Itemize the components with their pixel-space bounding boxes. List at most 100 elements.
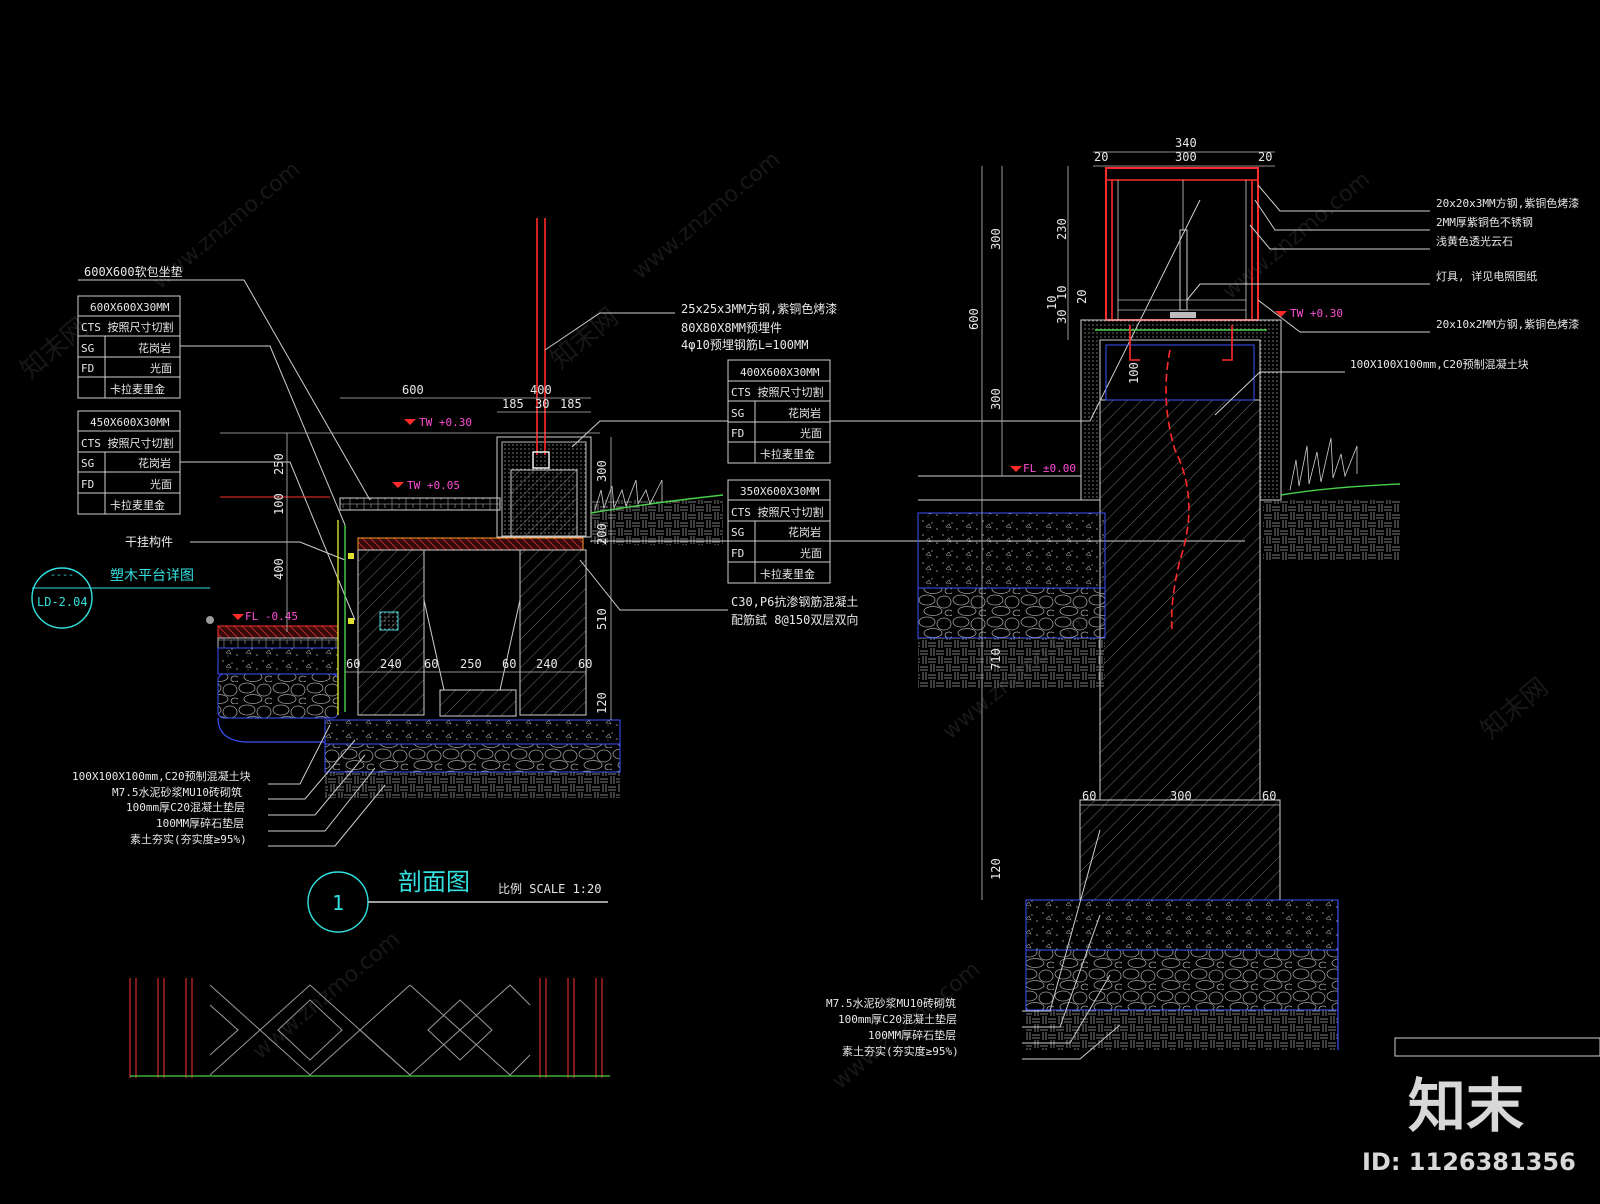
note-stainless: 2MM厚紫铜色不锈钢 xyxy=(1436,215,1533,229)
note-tube-leader xyxy=(544,312,675,351)
dim-250: 250 xyxy=(272,453,286,475)
table3-material: 花岗岩 xyxy=(788,406,821,420)
dim-185: 185 xyxy=(560,397,582,411)
dim-250: 250 xyxy=(460,657,482,671)
dim-100: 100 xyxy=(272,493,286,515)
table4-finish: 光面 xyxy=(800,546,822,560)
dim-300: 300 xyxy=(1170,789,1192,803)
dim-100: 100 xyxy=(1127,362,1141,384)
left-bottom-notes: 100X100X100mm,C20预制混凝土块 M7.5水泥砂浆MU10砖砌筑 … xyxy=(72,724,386,847)
table3-size: 400X600X30MM xyxy=(740,366,820,379)
left-bottom-dims: 60 240 60 250 60 240 60 xyxy=(345,657,592,673)
note-gravel-right: 100MM厚碎石垫层 xyxy=(868,1028,956,1042)
bench-section xyxy=(324,218,724,798)
watermark-brand: 知末网 xyxy=(1475,672,1554,745)
dim-400: 400 xyxy=(530,383,552,397)
table1-fd: FD xyxy=(81,362,94,375)
table3-fd: FD xyxy=(731,427,744,440)
elev-tw-030: TW +0.30 xyxy=(419,416,472,429)
elev-fl-045: FL -0.45 xyxy=(245,610,298,623)
elev-tw-005: TW +0.05 xyxy=(407,479,460,492)
dim-10: 10 xyxy=(1055,286,1069,300)
section-title: 1 剖面图 比例 SCALE 1:20 xyxy=(307,868,608,933)
table2-size: 450X600X30MM xyxy=(90,416,170,429)
note-precast-block: 100X100X100mm,C20预制混凝土块 xyxy=(1350,357,1529,371)
note-embed: 80X80X8MM预埋件 xyxy=(681,321,782,335)
table3-finish: 光面 xyxy=(800,426,822,440)
table1-leader xyxy=(180,345,346,526)
dim-710: 710 xyxy=(989,648,1003,670)
right-top-dims: 340 20 300 20 xyxy=(1093,136,1275,167)
dim-240: 240 xyxy=(536,657,558,671)
watermark-logo: 知末 ID: 1126381356 xyxy=(1362,1037,1600,1176)
table3-leader xyxy=(830,199,1201,422)
dim-600: 600 xyxy=(967,308,981,330)
right-bottom-dims: 60 300 60 xyxy=(1080,789,1280,806)
dim-300: 300 xyxy=(989,228,1003,250)
right-notes: 20x20x3MM方钢,紫铜色烤漆 2MM厚紫铜色不锈钢 浅黄色透光云石 灯具,… xyxy=(1186,184,1579,416)
table4-size: 350X600X30MM xyxy=(740,485,820,498)
hanger-leader xyxy=(190,541,346,561)
note-lamp: 灯具, 详见电照图纸 xyxy=(1436,269,1537,283)
table2-finish: 光面 xyxy=(150,477,172,491)
logo-text: 知末 xyxy=(1408,1072,1524,1140)
dim-230: 230 xyxy=(1055,218,1069,240)
left-vertical-dims: 250 100 400 xyxy=(272,433,288,632)
left-top-dims: 600 400 185 30 185 xyxy=(340,383,591,413)
table2-stone: 卡拉麦里金 xyxy=(110,498,165,512)
table2-sg: SG xyxy=(81,457,94,470)
dim-300: 300 xyxy=(1175,150,1197,164)
dim-30: 30 xyxy=(535,397,549,411)
dim-300: 300 xyxy=(595,460,609,482)
left-section: 600X600软包坐垫 600X600X30MM CTS 按照尺寸切割 SG 花… xyxy=(31,199,1245,1078)
dim-600: 600 xyxy=(402,383,424,397)
note-soil: 素土夯实(夯实度≥95%) xyxy=(130,832,247,846)
dim-120: 120 xyxy=(989,858,1003,880)
table2-leader xyxy=(180,461,356,621)
spec-table-1: 600X600X30MM CTS 按照尺寸切割 SG 花岗岩 FD 光面 卡拉麦… xyxy=(77,295,181,399)
detail-ref-label: 塑木平台详图 xyxy=(110,568,194,584)
table2-cut: CTS 按照尺寸切割 xyxy=(81,436,174,450)
note-soil-right: 素土夯实(夯实度≥95%) xyxy=(842,1044,959,1058)
note-mortar: M7.5水泥砂浆MU10砖砌筑 xyxy=(112,785,242,799)
table2-fd: FD xyxy=(81,478,94,491)
table4-material: 花岗岩 xyxy=(788,525,821,539)
dim-240: 240 xyxy=(380,657,402,671)
dim-400: 400 xyxy=(272,558,286,580)
table1-material: 花岗岩 xyxy=(138,341,171,355)
spec-table-4: 350X600X30MM CTS 按照尺寸切割 SG 花岗岩 FD 光面 卡拉麦… xyxy=(727,479,831,584)
note-square-tube: 20x20x3MM方钢,紫铜色烤漆 xyxy=(1436,196,1579,210)
table4-cut: CTS 按照尺寸切割 xyxy=(731,505,824,519)
table3-leader-left xyxy=(571,420,728,448)
note-concrete-bed-right: 100mm厚C20混凝土垫层 xyxy=(838,1012,957,1026)
watermark-site: www.znzmo.com xyxy=(628,147,785,285)
note-onyx: 浅黄色透光云石 xyxy=(1436,234,1513,248)
table3-stone: 卡拉麦里金 xyxy=(760,447,815,461)
dim-60: 60 xyxy=(424,657,438,671)
note-flat-tube: 20x10x2MM方钢,紫铜色烤漆 xyxy=(1436,317,1579,331)
bottom-plan-pattern xyxy=(129,978,610,1078)
note-tube: 25x25x3MM方钢,紫铜色烤漆 xyxy=(681,301,837,316)
dim-300: 300 xyxy=(989,388,1003,410)
right-bottom-notes: M7.5水泥砂浆MU10砖砌筑 100mm厚C20混凝土垫层 100MM厚碎石垫… xyxy=(826,829,1121,1060)
dim-510: 510 xyxy=(595,608,609,630)
dim-10: 10 xyxy=(1045,296,1059,310)
detail-reference-bubble: ---- LD-2.04 塑木平台详图 xyxy=(31,567,214,629)
table1-cut: CTS 按照尺寸切割 xyxy=(81,320,174,334)
table2-material: 花岗岩 xyxy=(138,456,171,470)
section-number: 1 xyxy=(332,891,344,915)
table4-sg: SG xyxy=(731,526,744,539)
scale-text: 比例 SCALE 1:20 xyxy=(498,882,601,896)
note-mortar-right: M7.5水泥砂浆MU10砖砌筑 xyxy=(826,996,956,1010)
table3-sg: SG xyxy=(731,407,744,420)
note-gravel: 100MM厚碎石垫层 xyxy=(156,816,244,830)
dim-20: 20 xyxy=(1094,150,1108,164)
wood-deck xyxy=(217,625,339,743)
dim-20: 20 xyxy=(1075,290,1089,304)
right-vertical-dims: 300 200 510 120 xyxy=(595,437,612,720)
ground-left xyxy=(917,437,1401,688)
elev-tw-030-right: TW +0.30 xyxy=(1290,307,1343,320)
table1-size: 600X600X30MM xyxy=(90,301,170,314)
